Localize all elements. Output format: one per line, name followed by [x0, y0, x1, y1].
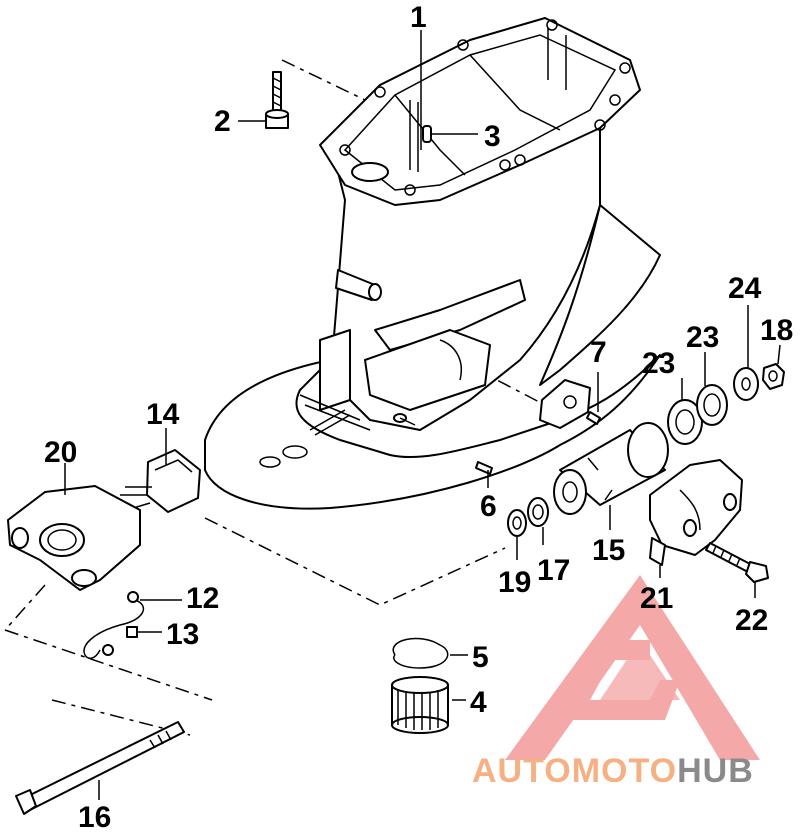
clamp-part-20 — [7, 485, 141, 591]
washer-part-19 — [507, 509, 527, 537]
label-part-22: 22 — [735, 604, 768, 637]
watermark-auto: AUTO — [472, 752, 572, 790]
nut-part-18 — [762, 363, 785, 390]
label-part-16: 16 — [78, 801, 111, 832]
label-part-18: 18 — [760, 314, 793, 347]
leader-lines — [64, 30, 781, 800]
label-part-13: 13 — [166, 618, 199, 651]
washer-part-17 — [527, 497, 549, 527]
label-part-15: 15 — [592, 534, 625, 567]
label-part-24: 24 — [728, 272, 762, 305]
label-part-20: 20 — [44, 436, 77, 469]
circlip-part-5 — [392, 637, 449, 669]
label-part-19: 19 — [498, 566, 531, 599]
needle-bearing-part-4 — [391, 676, 449, 734]
bolt-part-22 — [705, 542, 769, 583]
label-part-3: 3 — [484, 120, 501, 153]
bolt-part-2 — [265, 71, 289, 129]
driveshaft-housing — [204, 17, 661, 510]
label-part-7: 7 — [590, 336, 607, 369]
label-part-5: 5 — [472, 641, 489, 674]
bushing-part-15 — [553, 422, 669, 515]
plate-part-7 — [539, 379, 601, 429]
label-part-6: 6 — [480, 490, 497, 523]
label-part-2: 2 — [214, 105, 231, 138]
watermark-hub: HUB — [677, 752, 754, 790]
watermark-moto: MOTO — [572, 752, 677, 790]
washer-part-24 — [733, 367, 759, 401]
label-part-23b: 23 — [686, 321, 719, 354]
label-part-4: 4 — [470, 686, 487, 719]
label-part-17: 17 — [537, 554, 570, 587]
washer-part-23b — [696, 384, 728, 426]
pin-part-3 — [422, 125, 432, 143]
bracket-part-21 — [649, 459, 743, 566]
watermark-text: AUTOMOTOHUB — [472, 752, 754, 790]
label-part-23a: 23 — [642, 347, 675, 380]
long-bolt-part-16 — [15, 721, 185, 815]
part-labels: 1 2 3 7 6 14 20 12 13 5 4 16 19 17 15 21… — [44, 1, 793, 832]
reference-lines — [4, 59, 546, 736]
label-part-12: 12 — [186, 582, 219, 615]
ground-wire-part-12 — [83, 591, 145, 660]
rubber-block-part-14 — [119, 449, 201, 513]
label-part-1: 1 — [410, 1, 427, 34]
watermark-logo — [505, 575, 760, 760]
svg-text:AUTOMOTOHUB: AUTOMOTOHUB — [472, 752, 754, 790]
label-part-14: 14 — [146, 398, 180, 431]
label-part-21: 21 — [640, 582, 673, 615]
washer-part-23a — [667, 399, 703, 445]
